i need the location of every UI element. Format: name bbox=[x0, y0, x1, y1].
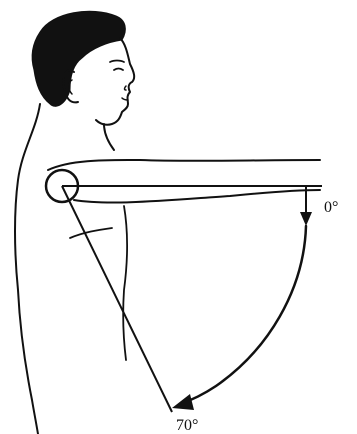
neck-front bbox=[104, 124, 114, 150]
face-profile bbox=[96, 38, 134, 125]
end-arrowhead bbox=[172, 394, 194, 410]
hair bbox=[32, 11, 125, 106]
eyebrow bbox=[110, 61, 124, 63]
angle-label-0-degrees: 0° bbox=[324, 199, 338, 216]
torso-front bbox=[123, 206, 127, 360]
armpit-crease bbox=[70, 228, 112, 238]
motion-arc bbox=[180, 226, 306, 404]
nostril bbox=[125, 86, 127, 90]
arm-line-70-degrees bbox=[62, 186, 172, 412]
arm-bottom-edge bbox=[74, 190, 320, 203]
eye bbox=[114, 69, 123, 71]
back-contour bbox=[15, 104, 40, 434]
arm-top-edge bbox=[48, 160, 320, 170]
start-arrowhead bbox=[300, 212, 312, 226]
angle-label-70-degrees: 70° bbox=[176, 417, 198, 434]
